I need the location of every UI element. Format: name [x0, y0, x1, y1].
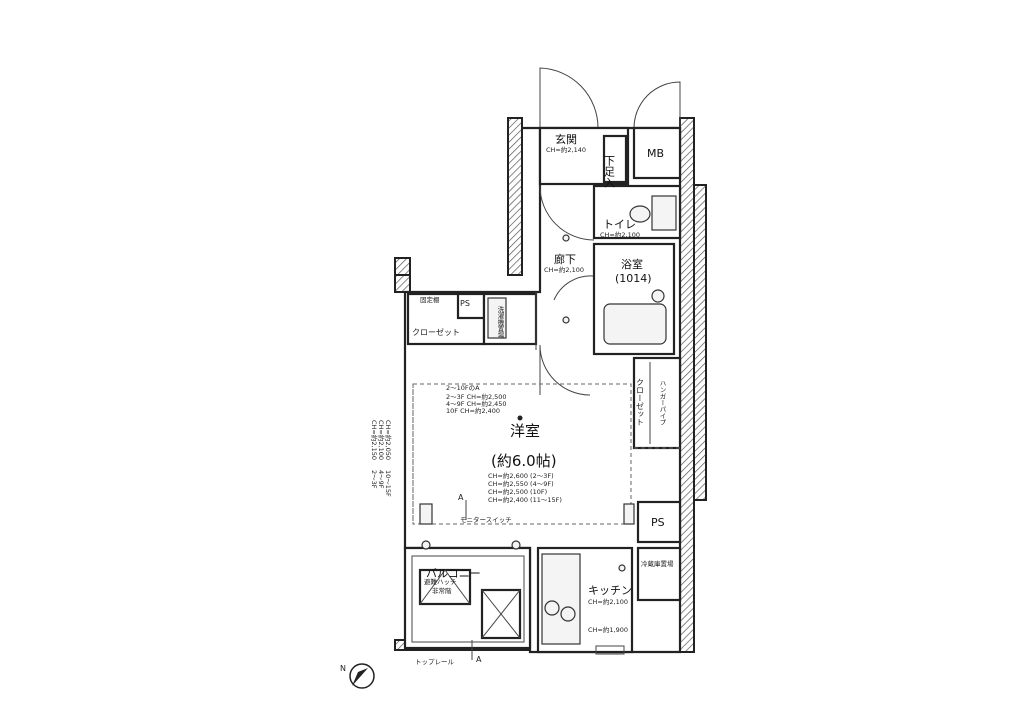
ch-top-1: 2～3F CH=約2,500	[446, 392, 507, 401]
closet-right-room	[632, 356, 682, 450]
ch-left-1: CH=約2,150	[370, 420, 379, 460]
western-label: 洋室	[510, 422, 540, 440]
fixed-shelf-label: 固定棚	[420, 295, 440, 304]
toilet-label: トイレ	[603, 218, 636, 231]
closet-left-label: クローゼット	[412, 327, 460, 337]
western-door-swing	[539, 344, 591, 396]
top-rail-label: トップレール	[415, 658, 455, 666]
entrance-doors	[539, 67, 681, 129]
floor-left-3: 10～15F	[384, 470, 392, 497]
hallway-door-swing	[539, 185, 595, 241]
floor-left-1: 2～3F	[370, 470, 378, 489]
bathtub	[603, 303, 667, 345]
hallway-ch: CH=約2,100	[544, 265, 584, 274]
washer-label: 洗濯機置場	[496, 305, 504, 340]
section-mark-bottom: A	[476, 655, 482, 664]
ch-top-2: 4～9F CH=約2,450	[446, 399, 507, 408]
entrance-ch: CH=約2,140	[546, 145, 586, 154]
ps-right-label: PS	[651, 516, 665, 529]
ch-main-2: CH=約2,550 (4～9F)	[488, 479, 554, 488]
entrance-label: 玄関	[555, 132, 577, 146]
ch-main-3: CH=約2,500 (10F)	[488, 487, 547, 496]
ch-left-3: CH=約2,050	[384, 420, 393, 460]
ch-left-2: CH=約2,100	[377, 420, 386, 460]
western-area: (約6.0帖)	[491, 452, 557, 470]
mb-label: MB	[647, 147, 664, 160]
shoe-label: 下足入	[603, 155, 616, 188]
kitchen-counter	[541, 553, 581, 645]
kitchen-ch2: CH=約1,900	[588, 625, 628, 634]
ch-left-group: CH=約2,150 CH=約2,100 CH=約2,050	[370, 420, 393, 460]
north-arrow: N	[340, 663, 375, 689]
ps-right-room	[636, 500, 682, 544]
escape-hatch-label: 避難ハッチ	[424, 577, 457, 586]
ps-top-label: PS	[460, 299, 470, 308]
balcony-label: バルコニー	[426, 567, 481, 580]
north-label: N	[340, 664, 346, 673]
floors-left-group: 2～3F 4～9F 10～15F	[370, 470, 392, 497]
mb-room	[632, 126, 682, 180]
ch-top-3: 10F CH=約2,400	[446, 406, 500, 415]
monitor-label: モニタースイッチ	[460, 515, 512, 524]
hanger-pipe-label: ハンガーパイプ	[658, 380, 666, 426]
fridge-area	[636, 546, 682, 602]
kitchen-ch: CH=約2,100	[588, 597, 628, 606]
floor-left-2: 4～9F	[377, 470, 385, 489]
kitchen-label: キッチン	[588, 584, 632, 597]
ch-main-1: CH=約2,600 (2～3F)	[488, 471, 554, 480]
bath-label: 浴室	[621, 257, 643, 271]
fridge-label: 冷蔵庫置場	[641, 559, 674, 568]
toilet-fixture	[651, 195, 677, 231]
ch-main-4: CH=約2,400 (11～15F)	[488, 495, 562, 504]
section-mark-top: A	[458, 493, 464, 502]
floor-note: 2～10FのA	[446, 384, 480, 392]
evac-note: 非常階	[432, 586, 452, 595]
hallway-label: 廊下	[554, 252, 576, 266]
toilet-ch: CH=約2,100	[600, 230, 640, 239]
bath-size: (1014)	[615, 272, 652, 285]
closet-right-label: クローゼット	[636, 378, 645, 426]
shoe-cabinet	[602, 134, 628, 184]
